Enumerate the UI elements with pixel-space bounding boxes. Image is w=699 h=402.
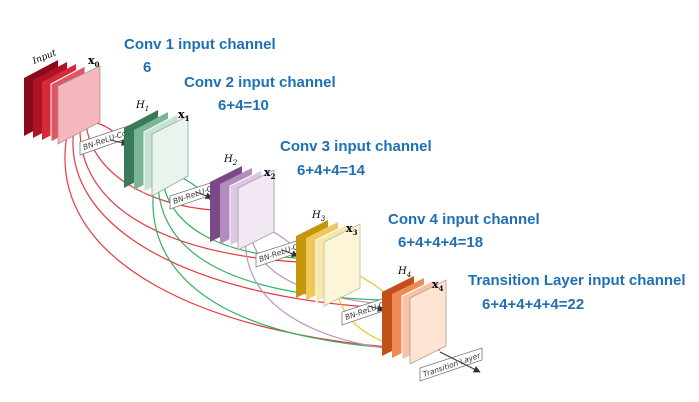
feature-block-x1: x1 <box>124 108 190 197</box>
h4-label: H4 <box>397 266 411 279</box>
annotation-conv1-title: Conv 1 input channel <box>124 36 276 53</box>
connection-x2-to-h4 <box>249 227 385 305</box>
annotation-conv1-formula: 6 <box>143 59 152 76</box>
connection-x0-to-transition <box>64 129 441 351</box>
annotation-transition-formula: 6+4+4+4+4=22 <box>482 296 585 313</box>
h1-label: H1 <box>135 100 149 113</box>
annotation-conv4-formula: 6+4+4+4=18 <box>398 234 484 251</box>
x3-label: x3 <box>346 222 358 237</box>
x0-label: x0 <box>88 54 100 69</box>
input-block: Input x0 <box>24 48 101 145</box>
annotation-conv3-formula: 6+4+4=14 <box>297 162 365 179</box>
annotation-conv2-title: Conv 2 input channel <box>184 74 336 91</box>
connection-x0-to-h3 <box>79 125 299 263</box>
x2-label: x2 <box>264 166 276 181</box>
feature-block-x4: x4 <box>382 276 447 365</box>
x1-label: x1 <box>178 108 190 123</box>
x4-label: x4 <box>432 278 444 293</box>
annotation-conv4-title: Conv 4 input channel <box>388 211 540 228</box>
annotation-conv2-formula: 6+4=10 <box>218 97 269 114</box>
feature-block-x2: x2 <box>210 166 276 251</box>
connection-x0-to-h4 <box>72 127 386 309</box>
annotation-conv3-title: Conv 3 input channel <box>280 138 432 155</box>
feature-block-x3: x3 <box>296 220 361 307</box>
connection-x1-to-transition <box>152 183 429 351</box>
h2-label: H2 <box>223 154 238 167</box>
annotation-transition-title: Transition Layer input channel <box>468 272 686 289</box>
h3-label: H3 <box>311 210 326 223</box>
